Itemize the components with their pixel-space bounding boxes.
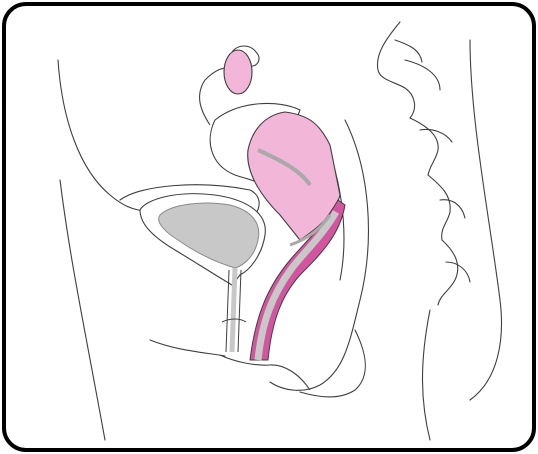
frame-border (4, 4, 534, 450)
